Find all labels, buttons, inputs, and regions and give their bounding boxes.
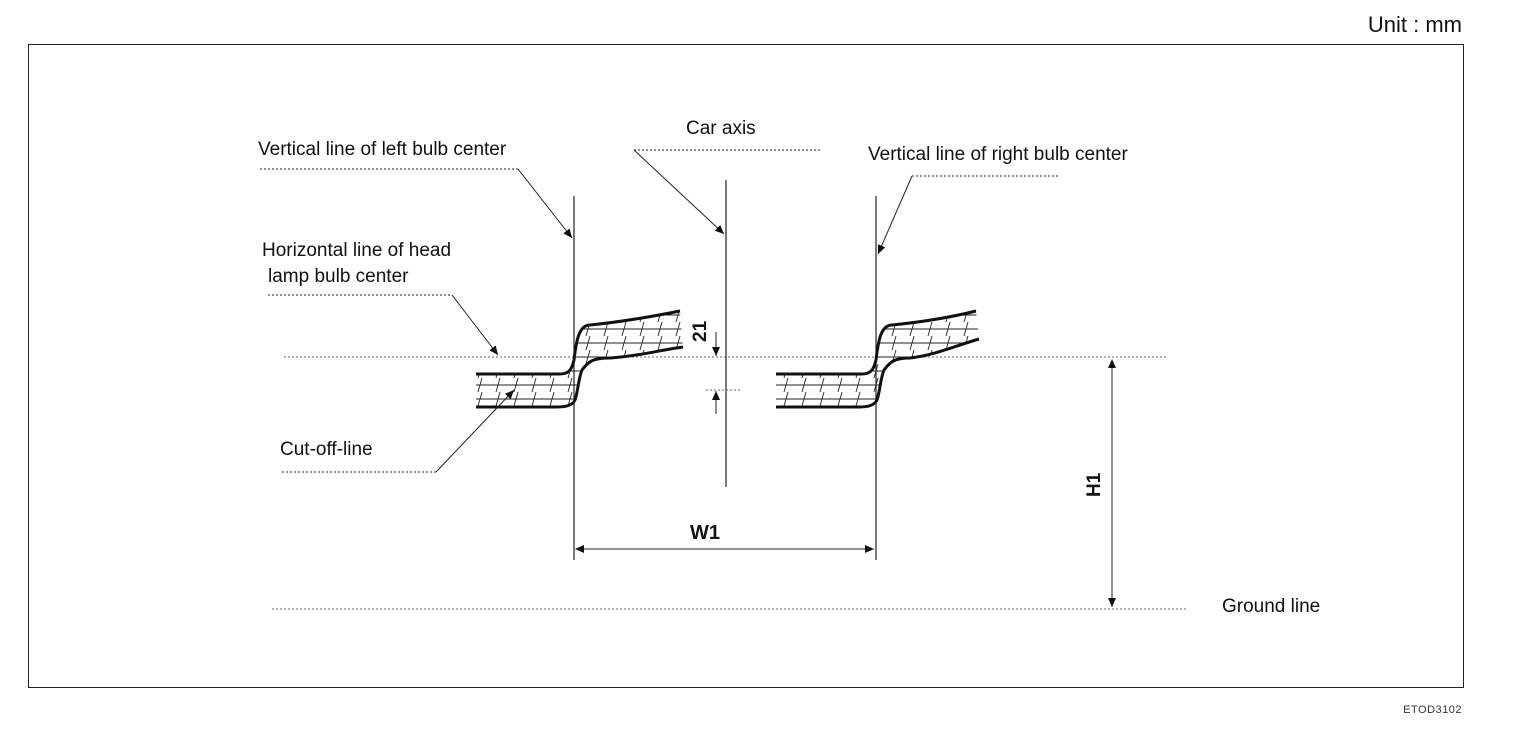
diagram-frame xyxy=(28,44,1464,688)
figure-id: ETOD3102 xyxy=(1403,704,1462,716)
offset-dimension-label: 21 xyxy=(690,320,711,342)
horizontal-line-leader xyxy=(268,294,499,356)
ground-line-label: Ground line xyxy=(1222,596,1321,617)
horizontal-line-label-1: Horizontal line of head xyxy=(262,240,452,261)
car-axis-label: Car axis xyxy=(686,118,756,139)
height-dimension-label: H1 xyxy=(1084,472,1105,497)
right-bulb-leader xyxy=(877,175,1060,255)
width-dimension-label: W1 xyxy=(690,522,720,544)
horizontal-line-label-2: lamp bulb center xyxy=(268,266,409,287)
left-beam-pattern xyxy=(476,309,684,409)
cut-off-line-label: Cut-off-line xyxy=(280,439,373,460)
left-bulb-leader xyxy=(260,168,573,239)
car-axis-leader xyxy=(633,149,820,235)
right-bulb-label: Vertical line of right bulb center xyxy=(868,144,1128,165)
left-bulb-label: Vertical line of left bulb center xyxy=(258,139,507,160)
unit-label: Unit : mm xyxy=(1367,12,1462,37)
cut-off-line-leader xyxy=(282,389,515,473)
right-beam-pattern xyxy=(776,309,980,409)
